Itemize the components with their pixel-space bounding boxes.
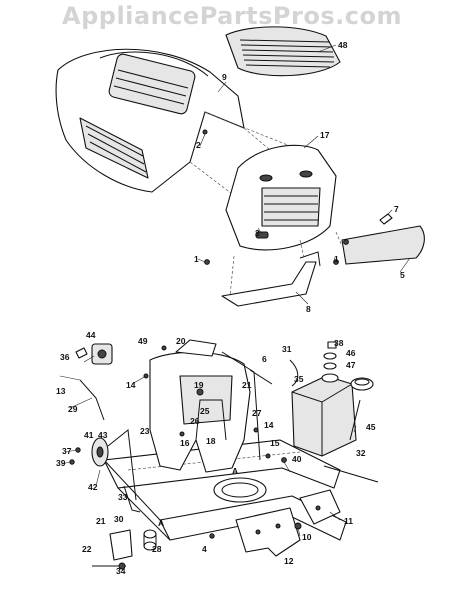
- callout-label: 1: [334, 254, 339, 264]
- steering-support: [149, 339, 261, 473]
- callout-labels: 48 9 17 2 7 3 1 1 5 8 44 49 20 6 31 38 4…: [56, 40, 405, 576]
- callout-label: 39: [56, 458, 66, 468]
- callout-label: 7: [394, 204, 399, 214]
- callout-label: 8: [306, 304, 311, 314]
- callout-label: 5: [400, 270, 405, 280]
- callout-label: 47: [346, 360, 356, 370]
- rod-6: [249, 369, 273, 385]
- callout-label: 43: [98, 430, 108, 440]
- hood: [55, 48, 245, 193]
- pulley-assembly-41-43: [91, 429, 137, 501]
- front-bumper-piece: [341, 225, 425, 265]
- callout-label: 12: [284, 556, 294, 566]
- callout-label: 28: [152, 544, 162, 554]
- front-bracket-12: [235, 507, 301, 557]
- side-louvers: [79, 117, 149, 179]
- callout-label: 1: [194, 254, 199, 264]
- callout-label: 3: [255, 228, 260, 238]
- side-plate-11: [299, 489, 341, 525]
- callout-label: 42: [88, 482, 98, 492]
- callout-label: 30: [114, 514, 124, 524]
- callout-label: 21: [242, 380, 252, 390]
- callout-label: 17: [320, 130, 330, 140]
- callout-label: 4: [202, 544, 207, 554]
- callout-label: 11: [344, 516, 353, 526]
- screw-1a: [204, 259, 210, 265]
- leader-lines: [59, 44, 411, 537]
- callout-label: 27: [252, 408, 262, 418]
- callout-label: 44: [86, 330, 96, 340]
- bolt-37: [75, 447, 81, 453]
- bolt-39: [69, 459, 75, 465]
- bolt-15: [265, 453, 271, 459]
- callout-label: 45: [366, 422, 376, 432]
- clip-36: [75, 347, 88, 359]
- callout-label: 22: [82, 544, 92, 554]
- seat-pad: [225, 26, 341, 77]
- bolt-7: [379, 213, 393, 225]
- pin-49: [161, 345, 167, 351]
- callout-label: 13: [56, 386, 66, 396]
- lever-33: [123, 485, 141, 513]
- fuel-tank: [291, 373, 357, 457]
- callout-label: 18: [206, 436, 216, 446]
- callout-label: 37: [62, 446, 72, 456]
- callout-label: 33: [118, 492, 128, 502]
- bushing-25: [196, 388, 204, 396]
- bolt-16: [179, 431, 185, 437]
- clip: [343, 239, 349, 245]
- watermark: AppliancePartsPros.com: [62, 2, 402, 30]
- callout-label: 16: [180, 438, 190, 448]
- hood-vents: [108, 53, 196, 115]
- callout-label: 38: [334, 338, 344, 348]
- switch-44: [91, 343, 113, 365]
- callout-label: 14: [126, 380, 136, 390]
- callout-label: 36: [60, 352, 70, 362]
- callout-label: 9: [222, 72, 227, 82]
- bracket-30: [109, 529, 133, 561]
- callout-label: 48: [338, 40, 348, 50]
- callout-label: 19: [194, 380, 204, 390]
- callout-label: 31: [282, 344, 292, 354]
- callout-label: 26: [190, 416, 200, 426]
- callout-label: 25: [200, 406, 210, 416]
- callout-label: 2: [196, 140, 201, 150]
- filler-neck-parts: [323, 341, 337, 370]
- bolt-14b: [253, 427, 259, 433]
- callout-label: 32: [356, 448, 366, 458]
- nut-34: [118, 562, 126, 570]
- lower-bracket: [221, 251, 321, 307]
- callout-label: 49: [138, 336, 148, 346]
- callout-label: 20: [176, 336, 186, 346]
- callout-label: 35: [294, 374, 304, 384]
- callout-label: 40: [292, 454, 302, 464]
- rod-32: [323, 465, 379, 483]
- callout-label: 21: [96, 516, 106, 526]
- fuel-line-45: [349, 399, 361, 441]
- callout-label: 15: [270, 438, 280, 448]
- callout-label: 14: [264, 420, 274, 430]
- nut-40: [281, 457, 287, 463]
- callout-label: 34: [116, 566, 126, 576]
- screw-4: [209, 533, 215, 539]
- callout-label: 29: [68, 404, 78, 414]
- callout-label: 6: [262, 354, 267, 364]
- fuel-hose-31: [289, 359, 299, 387]
- callout-label: 10: [302, 532, 312, 542]
- callout-label: A: [158, 518, 164, 528]
- linkage-13-29: [79, 379, 105, 421]
- callout-label: A: [232, 466, 238, 476]
- spacer-28: [143, 529, 157, 551]
- callout-label: 41: [84, 430, 94, 440]
- callout-label: 23: [140, 426, 150, 436]
- dash-grille-housing: [225, 144, 337, 251]
- screw-2: [202, 129, 208, 135]
- callout-label: 46: [346, 348, 356, 358]
- fuel-cap: [350, 377, 374, 391]
